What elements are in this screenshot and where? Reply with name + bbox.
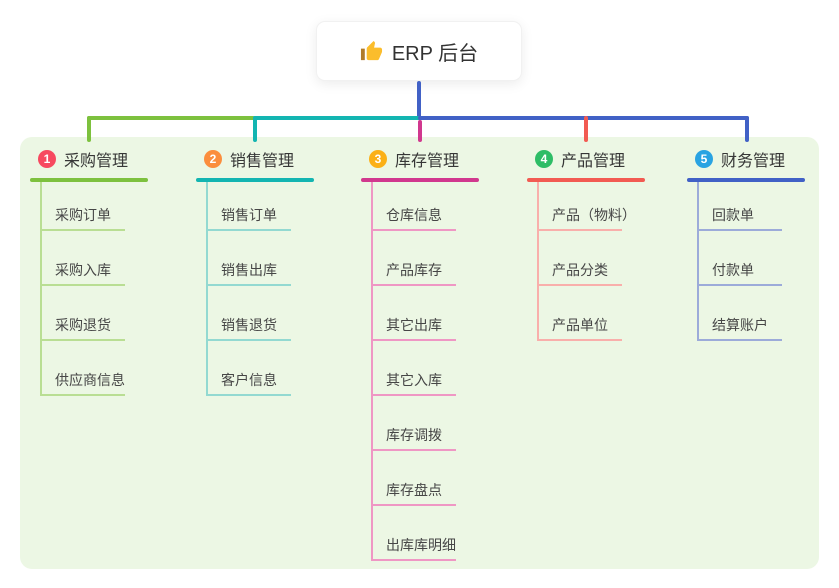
branch-5-badge: 5 — [695, 150, 713, 168]
branch-2-badge: 2 — [204, 150, 222, 168]
connector-line — [87, 116, 91, 142]
branch-1-child-trunk-line — [40, 182, 42, 396]
branch-2-child-3[interactable]: 销售退货 — [221, 317, 277, 333]
branch-4-child-trunk-line — [537, 182, 539, 341]
connector-line — [418, 120, 422, 142]
branch-3-child-2[interactable]: 产品库存 — [386, 262, 442, 278]
branch-3-header[interactable]: 3 库存管理 — [369, 148, 459, 170]
branch-3-child-6-underline — [371, 504, 456, 506]
branch-1-label: 采购管理 — [64, 153, 129, 170]
root-node[interactable]: ERP 后台 — [316, 21, 522, 81]
branch-1-badge: 1 — [38, 150, 56, 168]
branch-2-underline — [196, 178, 314, 182]
branch-3-label: 库存管理 — [395, 153, 460, 170]
branch-5-header[interactable]: 5 财务管理 — [695, 148, 785, 170]
branch-4-label: 产品管理 — [561, 153, 626, 170]
branch-1-child-1-underline — [40, 229, 125, 231]
branch-3-child-7[interactable]: 出库库明细 — [386, 537, 456, 553]
root-label: ERP 后台 — [391, 42, 479, 65]
branch-1-child-1[interactable]: 采购订单 — [55, 207, 111, 223]
branch-1-child-3-underline — [40, 339, 125, 341]
branch-2-child-4[interactable]: 客户信息 — [221, 372, 277, 388]
branch-3-child-6[interactable]: 库存盘点 — [386, 482, 442, 498]
connector-line — [253, 116, 257, 142]
branch-1-header[interactable]: 1 采购管理 — [38, 148, 128, 170]
branch-3-badge: 3 — [369, 150, 387, 168]
connector-line — [584, 116, 588, 142]
branch-3-underline — [361, 178, 479, 182]
branch-1-underline — [30, 178, 148, 182]
branch-5-child-1-underline — [697, 229, 782, 231]
branch-5-child-2-underline — [697, 284, 782, 286]
branch-5-child-3[interactable]: 结算账户 — [712, 317, 768, 333]
branches-panel — [20, 137, 819, 569]
branch-2-header[interactable]: 2 销售管理 — [204, 148, 294, 170]
thumbs-up-icon — [360, 40, 383, 63]
branch-1-child-4-underline — [40, 394, 125, 396]
branch-1-child-2[interactable]: 采购入库 — [55, 262, 111, 278]
branch-3-child-trunk-line — [371, 182, 373, 561]
branch-3-child-5[interactable]: 库存调拨 — [386, 427, 442, 443]
branch-2-child-3-underline — [206, 339, 291, 341]
branch-1-child-2-underline — [40, 284, 125, 286]
branch-4-child-3[interactable]: 产品单位 — [552, 317, 608, 333]
branch-1-child-4[interactable]: 供应商信息 — [55, 372, 125, 388]
connector-line — [253, 116, 420, 120]
connector-line — [87, 116, 255, 120]
connector-line — [417, 81, 421, 120]
branch-4-child-1[interactable]: 产品（物料） — [552, 207, 636, 223]
branch-3-child-1[interactable]: 仓库信息 — [386, 207, 442, 223]
branch-2-child-2-underline — [206, 284, 291, 286]
connector-line — [745, 116, 749, 142]
branch-2-child-4-underline — [206, 394, 291, 396]
branch-3-child-3-underline — [371, 339, 456, 341]
branch-2-child-2[interactable]: 销售出库 — [221, 262, 277, 278]
branch-5-child-trunk-line — [697, 182, 699, 341]
branch-2-child-1[interactable]: 销售订单 — [221, 207, 277, 223]
branch-4-child-1-underline — [537, 229, 622, 231]
branch-4-child-3-underline — [537, 339, 622, 341]
branch-2-child-1-underline — [206, 229, 291, 231]
branch-3-child-1-underline — [371, 229, 456, 231]
branch-5-child-3-underline — [697, 339, 782, 341]
branch-3-child-7-underline — [371, 559, 456, 561]
branch-4-underline — [527, 178, 645, 182]
branch-3-child-2-underline — [371, 284, 456, 286]
branch-3-child-3[interactable]: 其它出库 — [386, 317, 442, 333]
branch-5-child-2[interactable]: 付款单 — [712, 262, 754, 278]
branch-3-child-4-underline — [371, 394, 456, 396]
branch-1-child-3[interactable]: 采购退货 — [55, 317, 111, 333]
branch-2-child-trunk-line — [206, 182, 208, 396]
branch-4-badge: 4 — [535, 150, 553, 168]
branch-5-label: 财务管理 — [721, 153, 786, 170]
branch-2-label: 销售管理 — [230, 153, 295, 170]
branch-4-child-2-underline — [537, 284, 622, 286]
branch-4-header[interactable]: 4 产品管理 — [535, 148, 625, 170]
branch-5-child-1[interactable]: 回款单 — [712, 207, 754, 223]
connector-line — [418, 116, 749, 120]
branch-5-underline — [687, 178, 805, 182]
branch-3-child-4[interactable]: 其它入库 — [386, 372, 442, 388]
branch-3-child-5-underline — [371, 449, 456, 451]
branch-4-child-2[interactable]: 产品分类 — [552, 262, 608, 278]
